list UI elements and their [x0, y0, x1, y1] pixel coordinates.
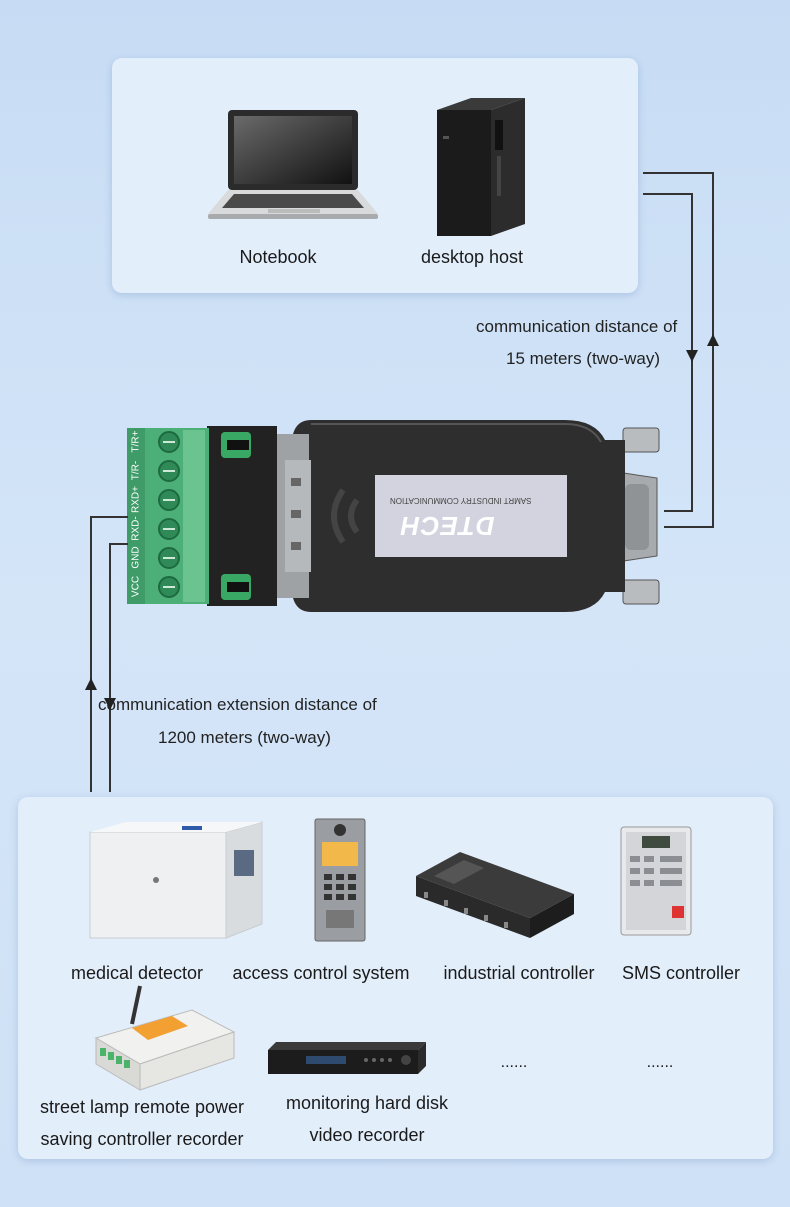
laptop-icon: [208, 110, 378, 219]
medical-detector-icon: [89, 821, 263, 939]
terminal-label: T/R+: [130, 430, 142, 453]
converter-brand: DTECH: [400, 511, 495, 541]
dvr-icon: [268, 1042, 426, 1074]
distance-label-bottom: communication extension distance of: [98, 695, 377, 714]
device-label: access control system: [232, 963, 410, 983]
device-label: medical detector: [70, 963, 204, 983]
converter-tagline: SAMRT INDUSTRY COMMUNICATION: [390, 496, 532, 505]
arrow-down-icon: [104, 698, 116, 710]
sms-controller-icon: [620, 826, 692, 936]
distance-label-bottom: 1200 meters (two-way): [158, 728, 331, 747]
device-label: SMS controller: [621, 963, 741, 983]
arrow-down-icon: [686, 350, 698, 362]
device-label: desktop host: [420, 247, 524, 267]
device-label: industrial controller: [443, 963, 595, 983]
more-devices-ellipsis: ......: [500, 1054, 528, 1071]
terminal-label: VCC: [130, 575, 142, 598]
terminal-label: RXD+: [130, 486, 142, 513]
street-lamp-controller-icon: [94, 985, 236, 1091]
device-label: saving controller recorder: [40, 1129, 244, 1149]
device-label: monitoring hard disk: [285, 1093, 449, 1113]
more-devices-ellipsis: ......: [646, 1054, 674, 1071]
access-control-panel-icon: [314, 818, 366, 942]
terminal-labels: T/R+ T/R- RXD+ RXD- GND VCC: [128, 430, 144, 606]
rs232-to-rs485-converter: [127, 420, 660, 612]
terminal-label: GND: [130, 546, 142, 569]
terminal-label: T/R-: [130, 460, 142, 481]
device-label: Notebook: [239, 247, 317, 267]
arrow-up-icon: [85, 678, 97, 690]
source-devices-card: [112, 58, 638, 293]
distance-label-top: communication distance of: [476, 317, 678, 336]
distance-label-top: 15 meters (two-way): [506, 349, 660, 368]
device-label: video recorder: [309, 1125, 425, 1145]
terminal-label: RXD-: [130, 516, 142, 541]
industrial-controller-icon: [416, 852, 574, 938]
device-label: street lamp remote power: [39, 1097, 245, 1117]
arrow-up-icon: [707, 334, 719, 346]
desktop-tower-icon: [437, 98, 525, 236]
